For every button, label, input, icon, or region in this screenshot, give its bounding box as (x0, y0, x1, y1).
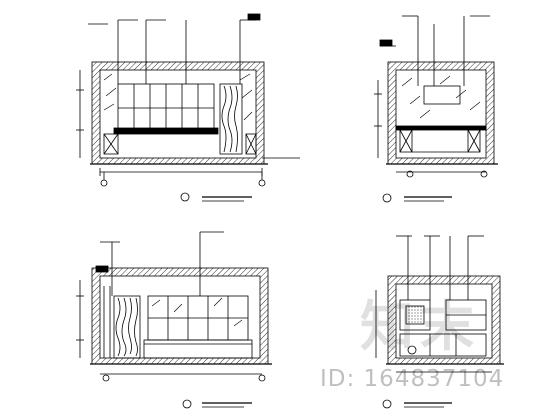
elevation-top-right (374, 15, 498, 203)
elevation-top-left (76, 13, 300, 202)
elevation-bottom-right (375, 235, 504, 409)
watermark-logo: 知末 (360, 295, 480, 358)
watermark-id: ID: 164837104 (320, 366, 505, 392)
elevation-bottom-left (76, 231, 272, 409)
